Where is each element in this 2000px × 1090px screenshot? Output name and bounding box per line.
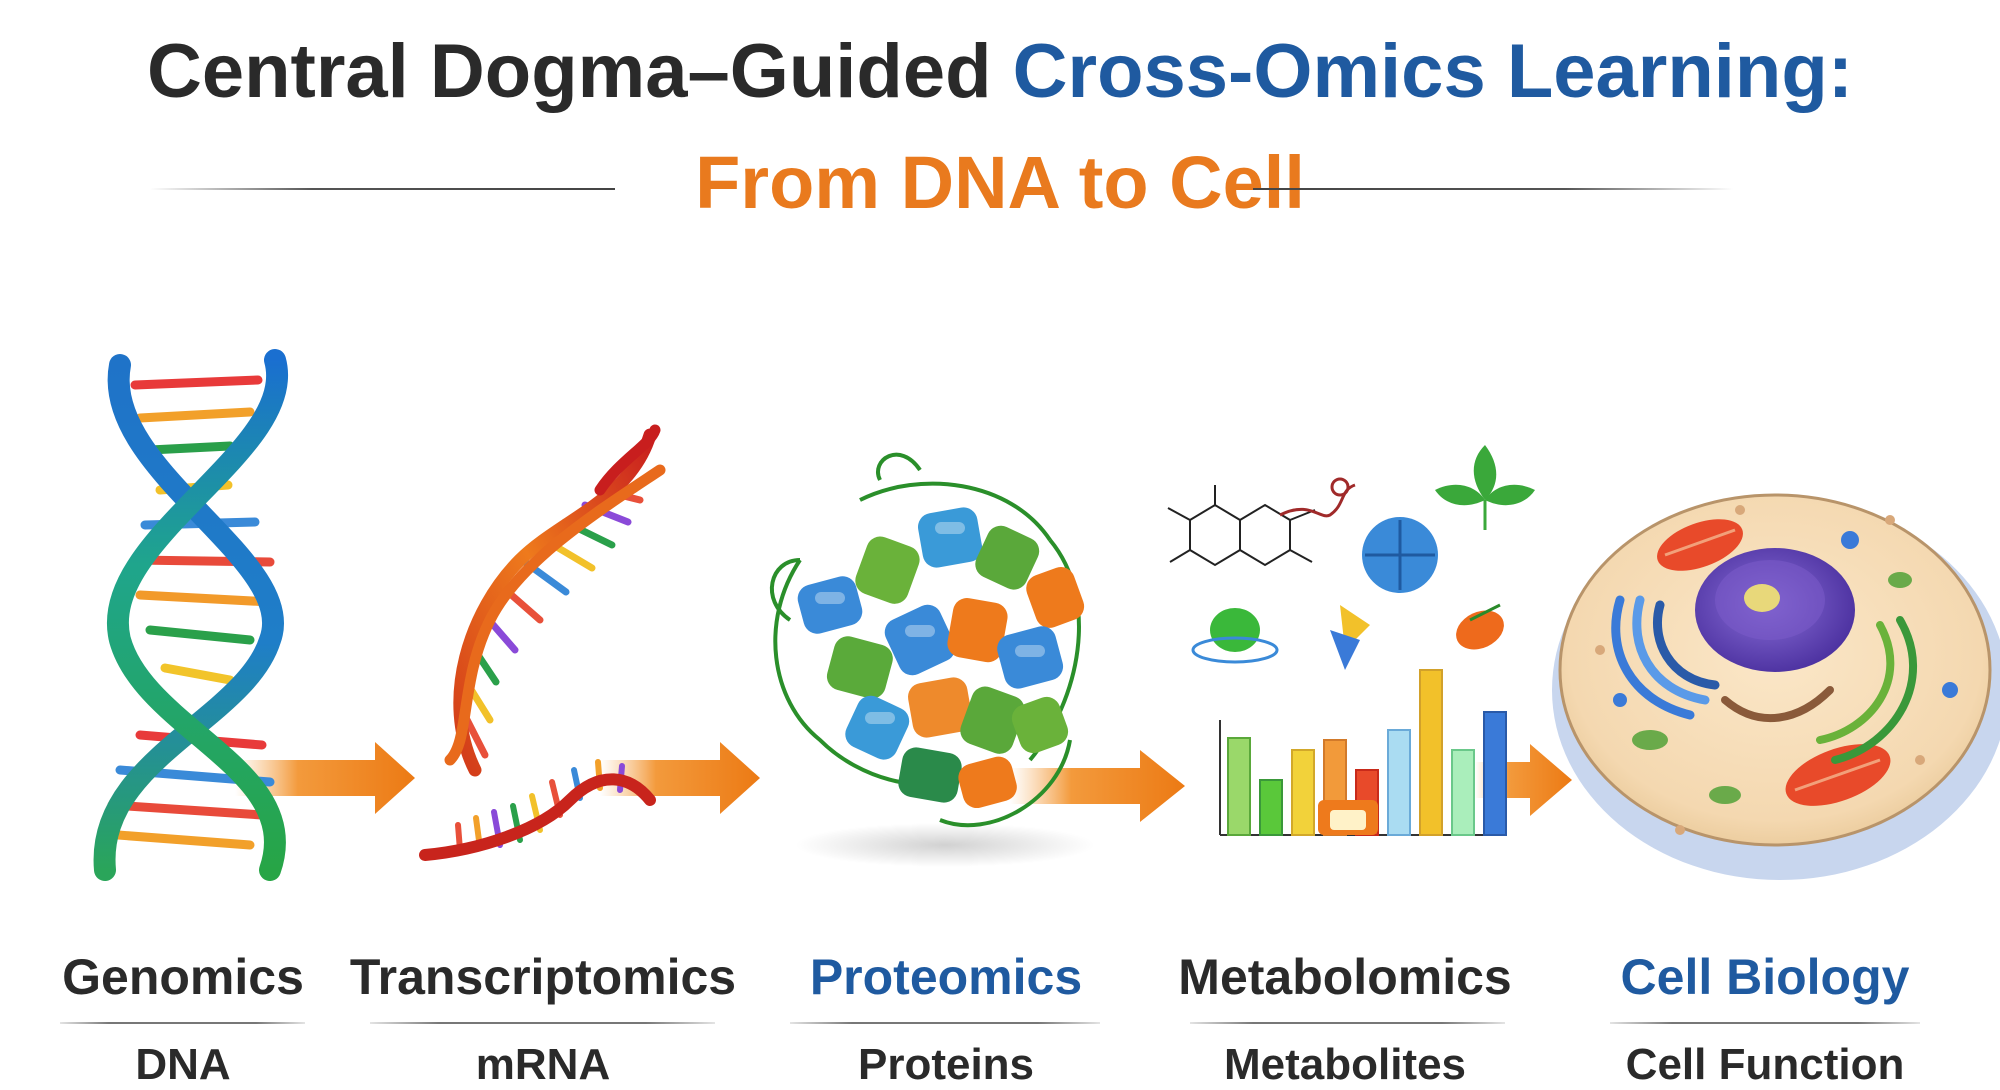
title-part-1: Central Dogma–Guided — [146, 29, 992, 114]
stage-label-proteomics: Proteomics — [809, 949, 1083, 1005]
stage-molecule-metabolites: Metabolites — [1223, 1040, 1467, 1089]
stage-divider — [1610, 1022, 1920, 1024]
stage-molecule-proteins: Proteins — [857, 1040, 1035, 1089]
leaf-icon — [1435, 445, 1535, 530]
cell-icon — [1552, 493, 2000, 880]
golgi-icon — [1611, 595, 1720, 720]
subtitle-row: From DNA to Cell — [0, 140, 2000, 235]
stage-label-cell-biology: Cell Biology — [1620, 949, 1910, 1005]
subtitle: From DNA to Cell — [695, 141, 1305, 224]
stage-molecule-mrna: mRNA — [475, 1040, 611, 1089]
subtitle-rule-left — [150, 188, 615, 190]
metabolites-icon — [1167, 445, 1535, 836]
title-part-2: Cross-Omics Learning: — [1012, 29, 1854, 114]
stage-molecule-cell-function: Cell Function — [1625, 1040, 1905, 1089]
green-molecule-icon — [1210, 608, 1260, 652]
endoplasmic-reticulum-icon — [1721, 616, 1918, 764]
stage-label-metabolomics: Metabolomics — [1178, 949, 1512, 1005]
stage-label-genomics: Genomics — [62, 949, 304, 1005]
molecule-structure-icon — [1167, 477, 1356, 567]
stage-label-transcriptomics: Transcriptomics — [349, 949, 737, 1005]
mitochondria-icon — [1657, 519, 1891, 806]
orange-molecule-icon — [1456, 610, 1504, 650]
metabolite-bar-chart-icon — [1219, 669, 1507, 836]
protein-fold-icon — [770, 452, 1095, 867]
stage-divider — [60, 1022, 305, 1024]
arrow-icon — [1010, 750, 1185, 822]
stage-divider — [790, 1022, 1100, 1024]
arrow-icon — [235, 742, 415, 814]
dna-double-helix-icon — [93, 349, 289, 881]
stage-molecule-dna: DNA — [135, 1040, 231, 1089]
title: Central Dogma–Guided Cross-Omics Learnin… — [0, 28, 2000, 115]
subtitle-rule-right — [1253, 188, 1733, 190]
mrna-strand-icon — [419, 424, 666, 861]
stage-divider — [1190, 1022, 1505, 1024]
stage-divider — [370, 1022, 715, 1024]
nucleus-icon — [1695, 548, 1855, 672]
omics-flow-diagram — [93, 349, 2000, 881]
